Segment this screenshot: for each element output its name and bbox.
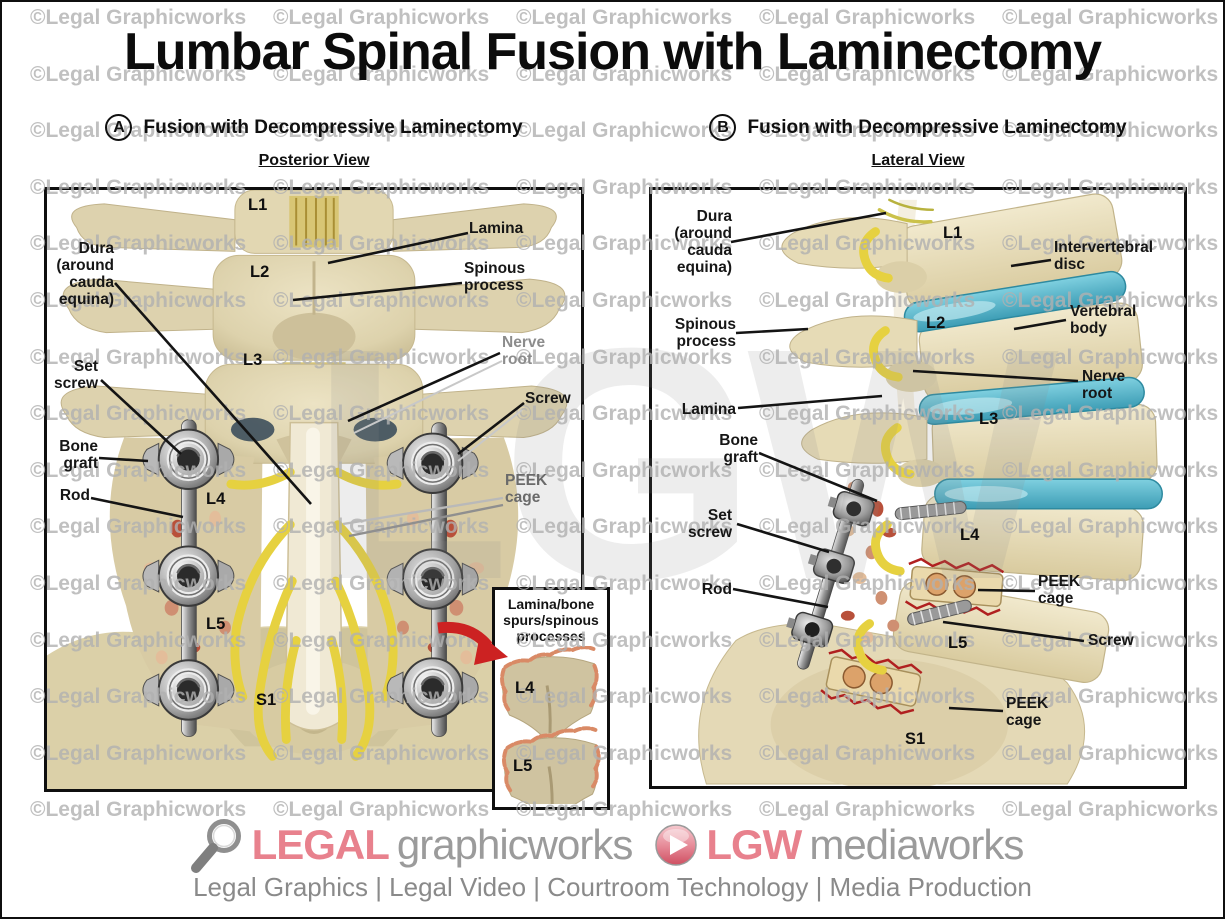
dura-shape	[284, 421, 344, 731]
play-icon	[655, 824, 698, 866]
panel-a-view-label: Posterior View	[258, 152, 370, 169]
spinal-canal-shadow	[230, 417, 275, 442]
panel-b-heading: B Fusion with Decompressive Laminectomy	[649, 114, 1187, 141]
lamina-piece-l4	[500, 646, 599, 741]
magnifier-icon	[190, 819, 241, 873]
spinal-canal-shadow	[353, 417, 398, 442]
panel-b-view-label: Lateral View	[871, 152, 965, 169]
inset-removed-bone-box: Lamina/bone spurs/spinous processes	[492, 587, 610, 810]
brand-lgw: LGW	[706, 821, 802, 868]
pedicle-screw-shape	[894, 501, 967, 521]
peek-cage-shape	[820, 648, 923, 715]
page-title: Lumbar Spinal Fusion with Laminectomy	[123, 23, 1102, 81]
panel-a-heading: A Fusion with Decompressive Laminectomy	[44, 114, 584, 141]
disc-group	[903, 270, 1163, 510]
inset-title: Lamina/bone spurs/spinous processes	[503, 596, 599, 644]
brand-legal: LEGAL	[251, 821, 390, 868]
footer-brand-row: LEGAL graphicworks LGW mediaworks	[2, 816, 1223, 874]
footer-tagline: Legal Graphics | Legal Video | Courtroom…	[193, 872, 1032, 902]
lamina-piece-l5	[502, 726, 601, 804]
panel-a-letter-badge: A	[105, 114, 133, 141]
panel-a-heading-text: Fusion with Decompressive Laminectomy	[143, 116, 523, 138]
brand-graphicworks: graphicworks	[396, 821, 633, 868]
brand-mediaworks: mediaworks	[809, 821, 1024, 868]
ligament-hatch	[289, 195, 339, 248]
panel-b-letter-badge: B	[709, 114, 737, 141]
pedicle-screw-shape	[907, 599, 972, 626]
inset-bone-pieces	[500, 646, 601, 804]
lateral-view-illustration	[652, 190, 1184, 786]
panel-lateral-view	[649, 187, 1187, 789]
panel-b-heading-text: Fusion with Decompressive Laminectomy	[747, 116, 1127, 138]
